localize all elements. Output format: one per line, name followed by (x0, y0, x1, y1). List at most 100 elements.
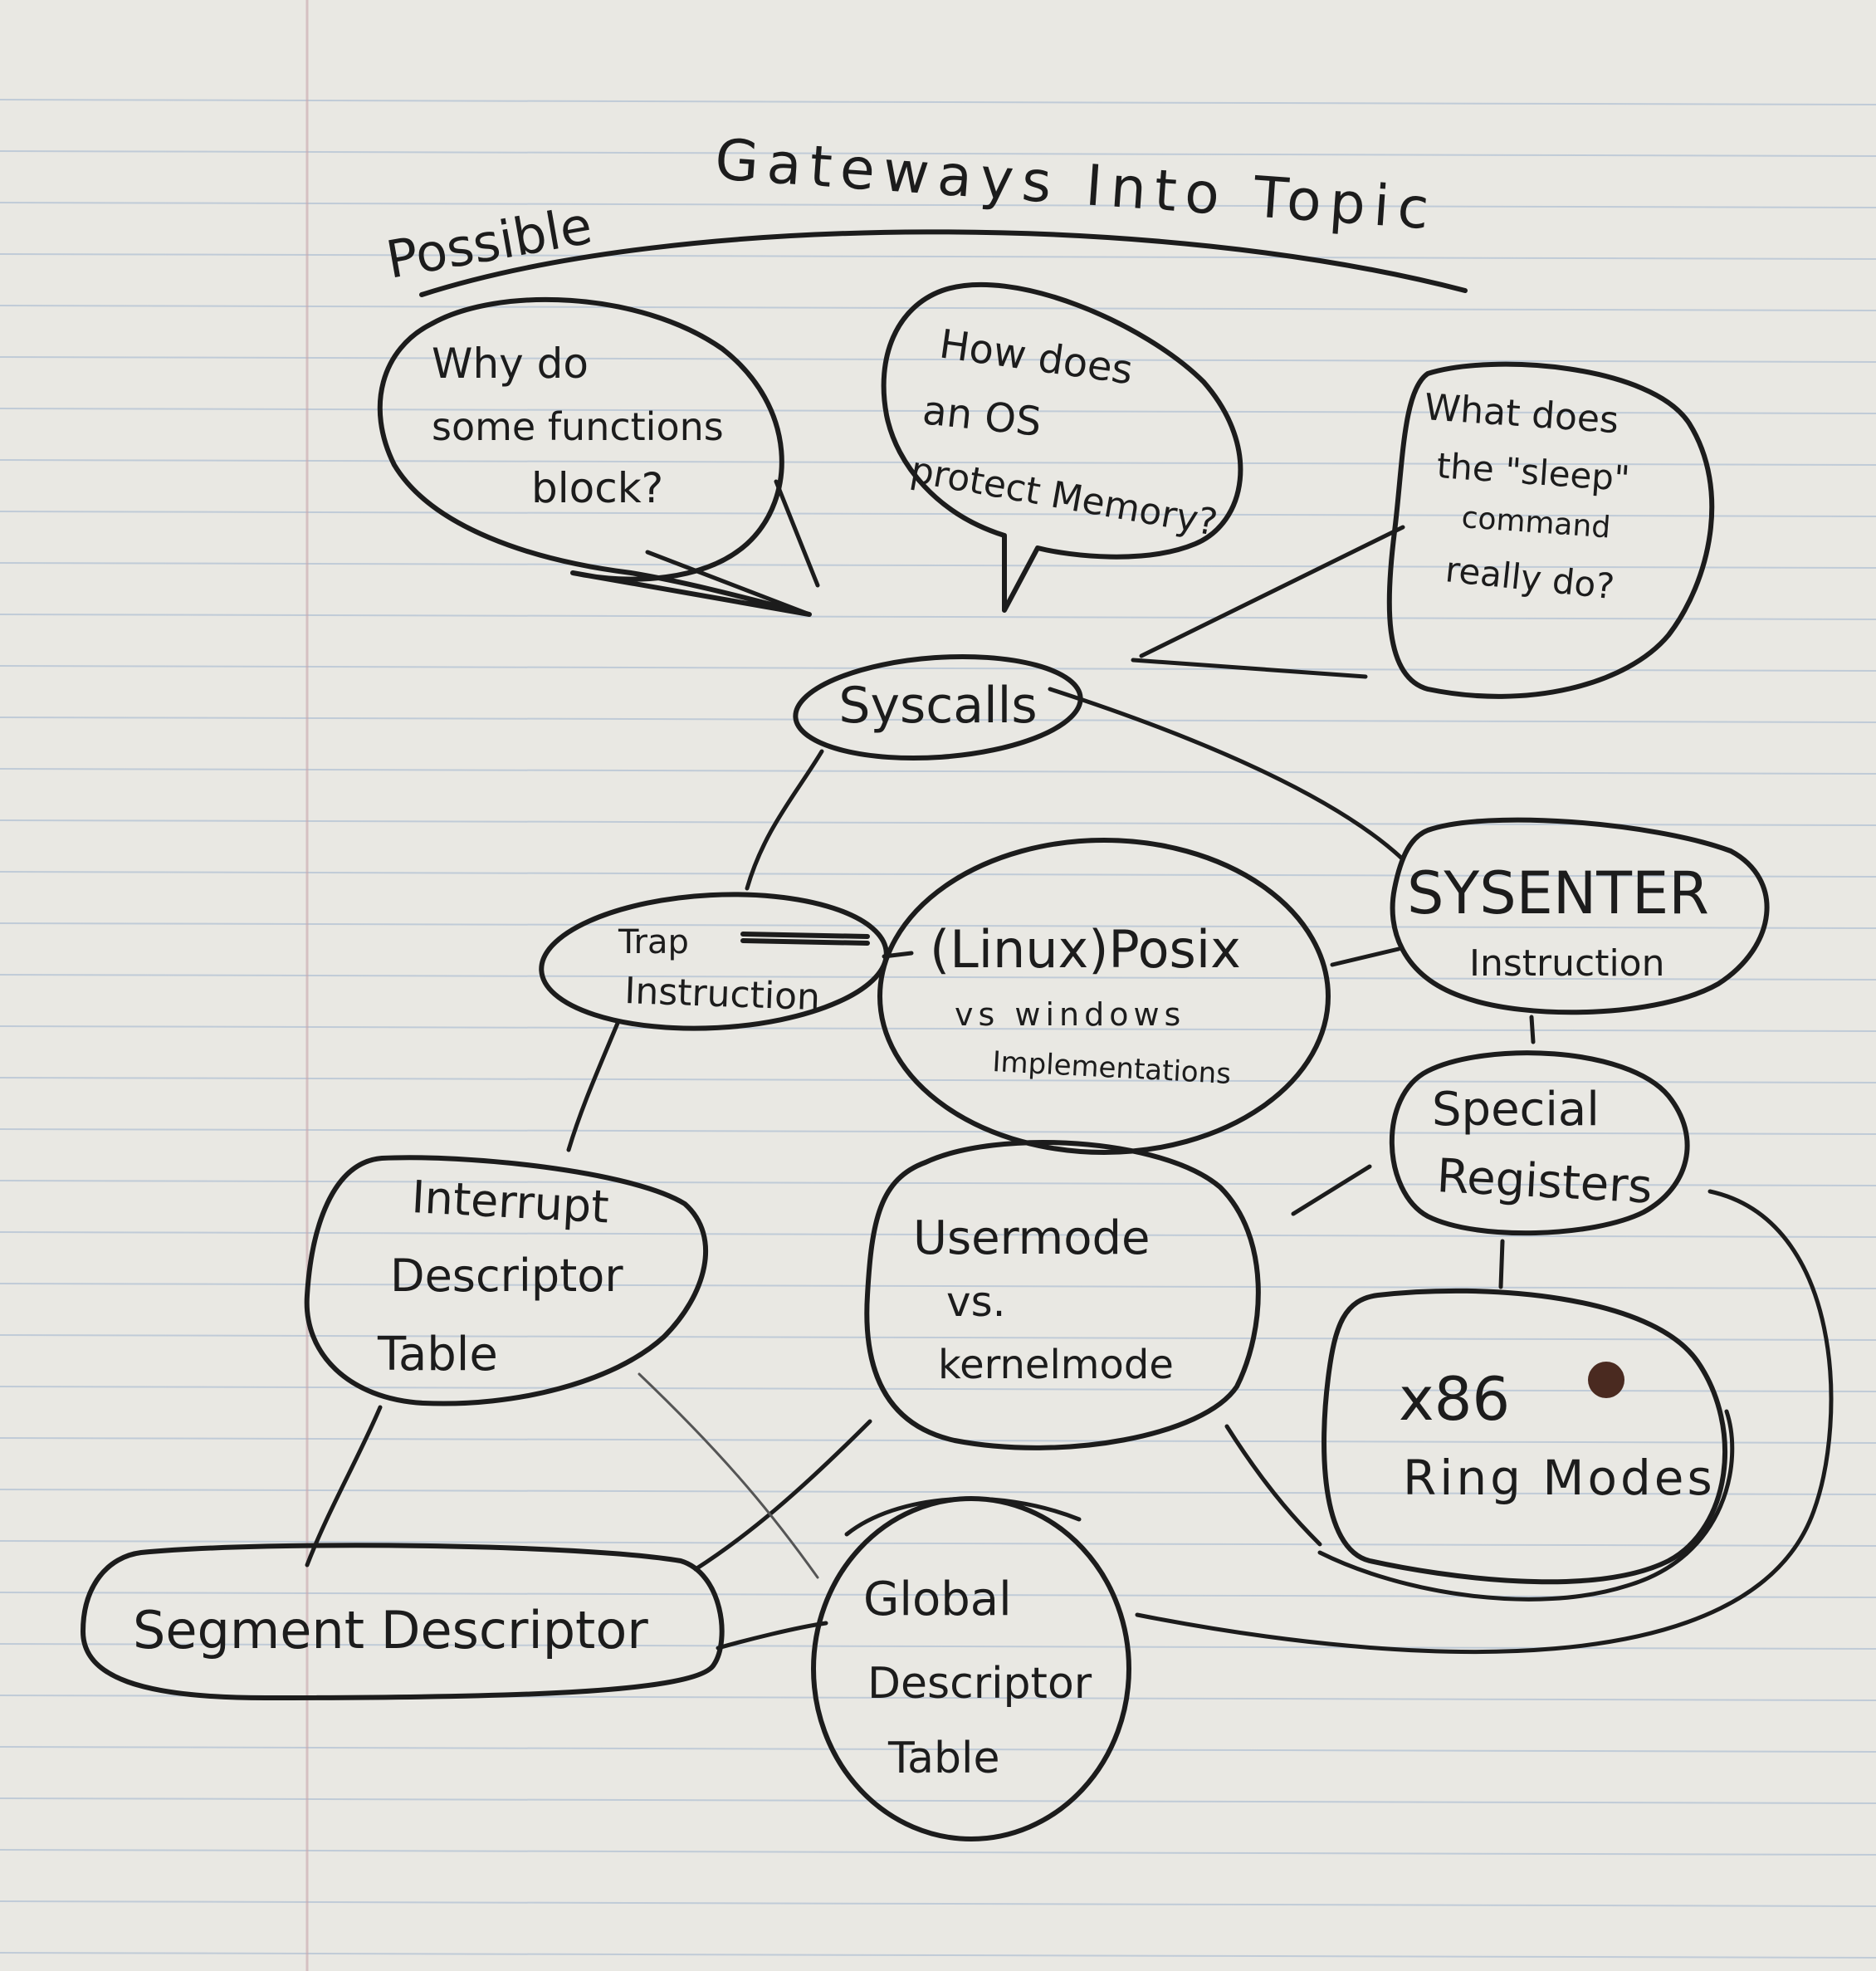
ruled-line (0, 253, 1876, 260)
ruled-line (0, 1334, 1876, 1341)
node-idt: Interrupt Descriptor Table (304, 1155, 709, 1406)
node-label-2: Ring Modes (1403, 1450, 1716, 1506)
scribble-mark (740, 932, 870, 946)
ruled-line (0, 1077, 1876, 1083)
ruled-line (0, 922, 1876, 929)
node-label-3: Table (377, 1328, 498, 1382)
node-outline (864, 1140, 1261, 1450)
ruled-line (0, 1386, 1876, 1392)
question-line-2: some functions (432, 404, 724, 449)
ruled-line (0, 1540, 1876, 1547)
edge-q1-syscalls (645, 550, 812, 617)
ruled-line (0, 1900, 1876, 1907)
edge-syscalls-trap (745, 749, 824, 891)
edge-idt-gdt (638, 1372, 819, 1579)
edge-usermode-segdesc (693, 1419, 872, 1572)
node-outline (304, 1155, 709, 1406)
ruled-line (0, 819, 1876, 826)
ruled-line (0, 717, 1876, 723)
node-posix: (Linux)Posix vs windows Implementations (877, 838, 1331, 1155)
node-label-2: vs windows (955, 996, 1185, 1033)
question-line-2: the "sleep" (1435, 445, 1631, 499)
node-label-2: Descriptor (390, 1250, 623, 1302)
ruled-line (0, 562, 1876, 569)
node-outline (793, 653, 1083, 761)
node-label-1: Special (1432, 1083, 1600, 1137)
node-x86-ring-modes: x86 Ring Modes (1322, 1288, 1727, 1585)
node-label-1: SYSENTER (1407, 859, 1709, 927)
edge-q1-syscalls-b (774, 479, 820, 588)
ink-blot (1588, 1362, 1624, 1398)
node-segment-descriptor: Segment Descriptor (81, 1543, 725, 1700)
edge-special-x86 (1498, 1239, 1505, 1289)
edge-q3-syscalls (1139, 525, 1405, 658)
node-outline (1322, 1288, 1727, 1585)
edge-special-gdt-loop (1135, 1189, 1834, 1655)
node-label-2: Instruction (624, 970, 821, 1019)
ruled-line (0, 1231, 1876, 1238)
ruled-line (0, 202, 1876, 208)
ruled-line (0, 408, 1876, 414)
edge-syscalls-sysenter (1048, 687, 1405, 862)
question-bubble-3: What does the "sleep" command really do? (1386, 361, 1715, 699)
node-label-3: kernelmode (938, 1342, 1174, 1388)
node-outline (1390, 817, 1770, 1015)
title-line-gateways: Gateways Into Topic (713, 127, 1439, 243)
edge-trap-idt (566, 1019, 621, 1152)
question-bubble-1: Why do some functions block? (377, 296, 812, 617)
node-label-3: Table (887, 1734, 999, 1783)
edge-special-usermode (1291, 1164, 1372, 1216)
ruled-line (0, 1437, 1876, 1444)
ruled-line (0, 1128, 1876, 1135)
node-gdt: Global Descriptor Table (811, 1496, 1131, 1841)
node-label-2: Registers (1435, 1149, 1654, 1215)
edge-segdesc-gdt (716, 1621, 828, 1651)
ruled-line (0, 1746, 1876, 1753)
node-outline (1389, 1050, 1690, 1236)
node-label-1: Global (863, 1572, 1012, 1626)
ruled-line (0, 974, 1876, 981)
ruled-line (0, 150, 1876, 157)
question-line-3: block? (531, 464, 663, 512)
question-line-3: command (1460, 501, 1611, 545)
edge-q3-syscalls-b (1131, 658, 1368, 679)
ruled-line (0, 356, 1876, 363)
node-label-2: Descriptor (867, 1659, 1092, 1709)
node-label: Syscalls (838, 677, 1037, 735)
question-bubble-2: How does an OS protect Memory? (881, 281, 1243, 613)
ruled-line (0, 1180, 1876, 1186)
ruled-line (0, 665, 1876, 672)
bubble-outline (881, 281, 1243, 613)
ruled-line (0, 459, 1876, 466)
title-arc (419, 229, 1468, 297)
node-label-1: (Linux)Posix (930, 919, 1241, 980)
node-special-registers: Special Registers (1389, 1050, 1690, 1236)
node-trap-instruction: Trap Instruction (539, 892, 889, 1031)
ruled-line (0, 614, 1876, 620)
node-label-2: Instruction (1469, 942, 1665, 985)
node-outline (877, 838, 1331, 1155)
node-usermode: Usermode vs. kernelmode (864, 1140, 1261, 1450)
ruled-line (0, 511, 1876, 517)
question-line-1: What does (1423, 386, 1620, 442)
ruled-line (0, 768, 1876, 775)
node-outline (811, 1496, 1131, 1841)
node-label: Segment Descriptor (133, 1600, 648, 1660)
edge-x86-underloop (1317, 1409, 1735, 1602)
bubble-outline (377, 296, 812, 617)
bubble-outline (1386, 361, 1715, 699)
node-label-3: Implementations (992, 1045, 1232, 1091)
ruled-line (0, 305, 1876, 311)
ruled-line (0, 1025, 1876, 1032)
question-line-1: Why do (432, 340, 589, 388)
ruled-line (0, 1952, 1876, 1959)
ruled-line (0, 1797, 1876, 1804)
node-label-1: Interrupt (410, 1171, 610, 1233)
ruled-line (0, 871, 1876, 878)
node-outline (81, 1543, 725, 1700)
edge-usermode-x86 (1224, 1424, 1322, 1547)
node-sysenter: SYSENTER Instruction (1390, 817, 1770, 1015)
question-line-4: really do? (1444, 549, 1616, 607)
